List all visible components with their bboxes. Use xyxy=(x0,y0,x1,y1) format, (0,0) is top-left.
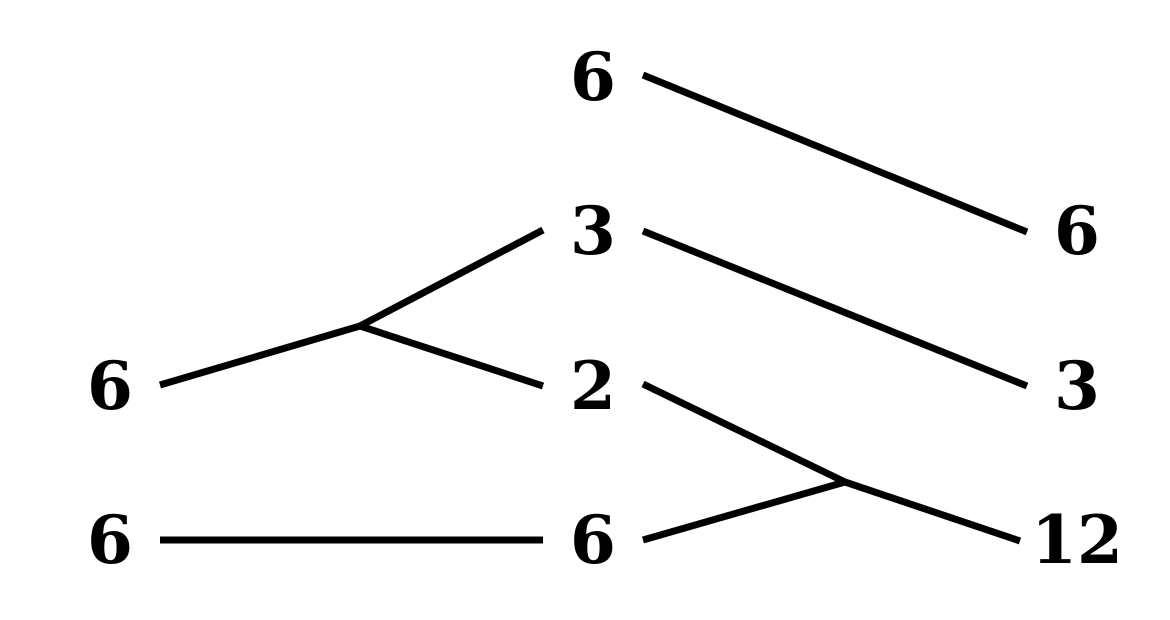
middle-number-4: 6 xyxy=(570,501,616,579)
connector-branch-mid2 xyxy=(358,322,545,390)
right-number-2: 3 xyxy=(1054,347,1100,425)
left-number-2: 6 xyxy=(87,501,133,579)
connector-branch-right12 xyxy=(843,478,1022,545)
right-number-1: 6 xyxy=(1054,192,1100,270)
connector-mid6-branch xyxy=(642,478,846,544)
middle-number-3: 2 xyxy=(570,347,616,425)
left-number-1: 6 xyxy=(87,347,133,425)
right-number-3: 12 xyxy=(1031,501,1123,579)
connector-mid3-right3 xyxy=(641,227,1029,390)
connector-left6-branch xyxy=(159,322,361,389)
connector-mid2-branch xyxy=(641,380,847,486)
connector-mid6-right6 xyxy=(641,71,1029,236)
middle-number-2: 3 xyxy=(570,192,616,270)
connector-branch-mid3 xyxy=(358,226,545,330)
middle-number-1: 6 xyxy=(570,38,616,116)
